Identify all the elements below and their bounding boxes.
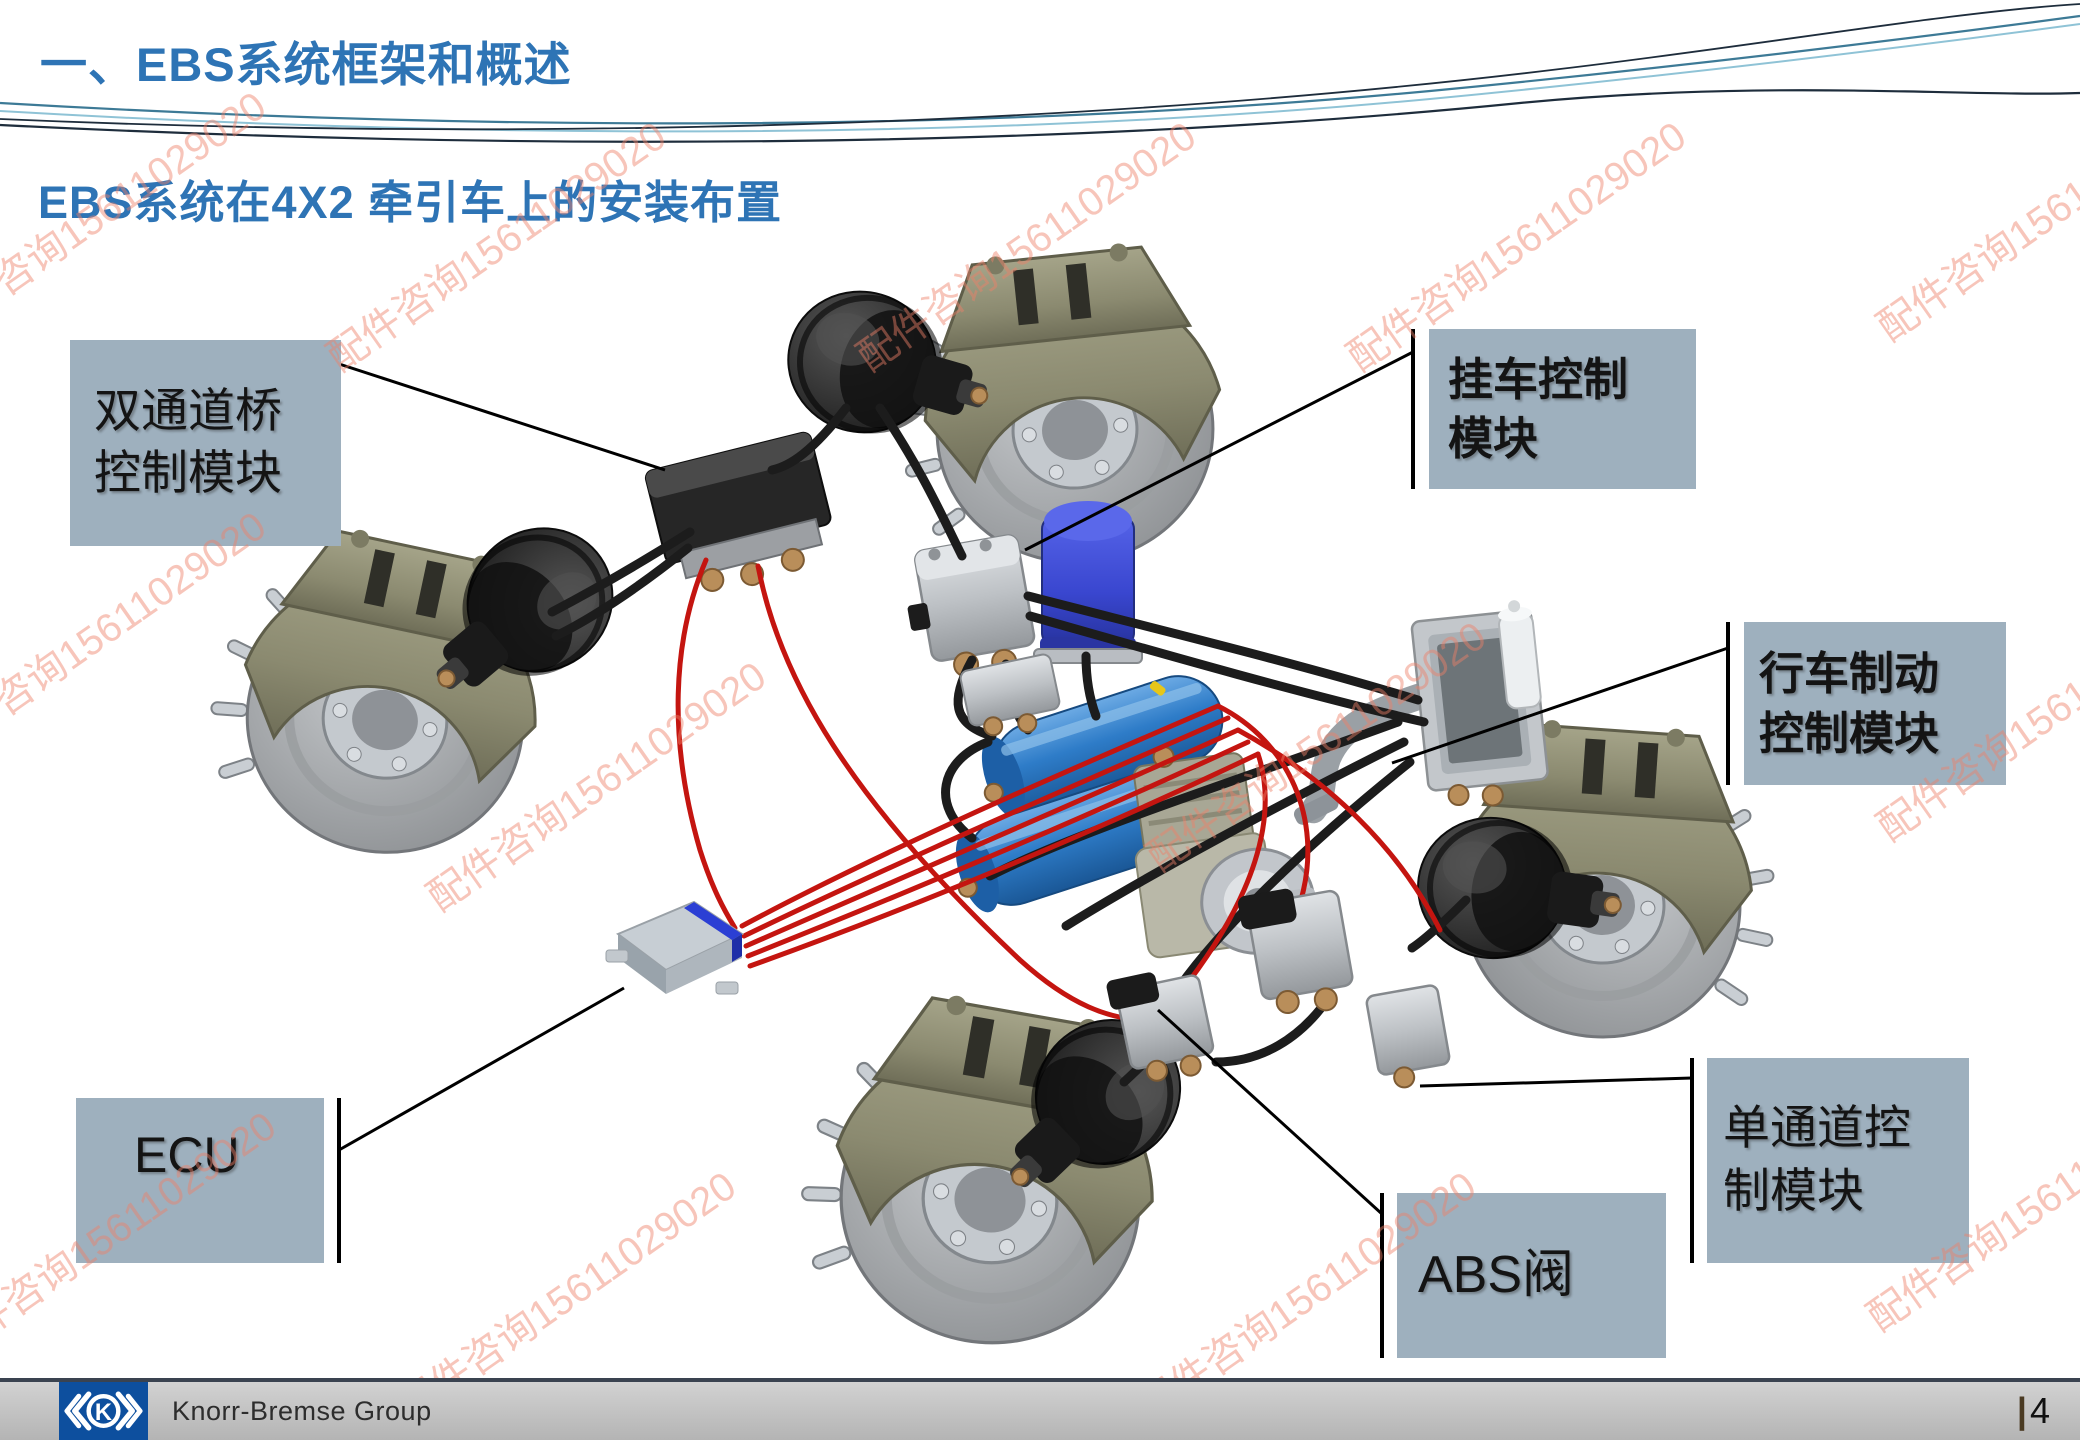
footer-bar: K Knorr-Bremse Group |4 bbox=[0, 1378, 2080, 1440]
knorr-bremse-logo: K bbox=[59, 1382, 148, 1440]
slide-subtitle: EBS系统在4X2 牵引车上的安装布置 bbox=[38, 177, 783, 228]
callout-pointer-lines bbox=[331, 329, 1730, 1358]
label-line: ABS阀 bbox=[1418, 1246, 1575, 1305]
label-line: 控制模块 bbox=[1759, 707, 1940, 759]
axle-modulator-part bbox=[644, 431, 832, 592]
trailer-control-valve-part bbox=[907, 534, 1036, 678]
label-abs-valve: ABS阀 bbox=[1397, 1193, 1666, 1358]
electrical-cables-red bbox=[675, 557, 1443, 1023]
label-single-channel-module: 单通道控 制模块 bbox=[1707, 1058, 1969, 1263]
slide-title: 一、EBS系统框架和概述 bbox=[40, 38, 572, 91]
ecu-part bbox=[605, 900, 745, 995]
label-trailer-control-module: 挂车控制 模块 bbox=[1429, 329, 1696, 489]
header-swoosh-lines bbox=[0, 3, 2080, 143]
single-channel-valve-b bbox=[1238, 888, 1354, 1014]
footer-company: Knorr-Bremse Group bbox=[172, 1396, 432, 1426]
cable-tie bbox=[1149, 681, 1166, 696]
label-line: 挂车控制 bbox=[1448, 353, 1629, 405]
page-number: |4 bbox=[2017, 1390, 2050, 1432]
logo-letter: K bbox=[95, 1400, 112, 1426]
label-line: 制模块 bbox=[1723, 1165, 1864, 1218]
abs-valve-part bbox=[1106, 972, 1215, 1082]
label-line: ECU bbox=[134, 1127, 240, 1183]
label-line: 行车制动 bbox=[1759, 648, 1940, 700]
label-line: 单通道控 bbox=[1723, 1103, 1911, 1156]
label-ecu: ECU bbox=[76, 1098, 324, 1263]
label-service-brake-module: 行车制动 控制模块 bbox=[1744, 622, 2006, 785]
label-line: 双通道桥 bbox=[94, 385, 282, 438]
label-line: 控制模块 bbox=[94, 448, 282, 500]
label-dual-channel-axle-module: 双通道桥 控制模块 bbox=[70, 340, 341, 546]
single-channel-valve-c bbox=[1365, 984, 1451, 1089]
page-separator: | bbox=[2016, 1390, 2027, 1431]
single-channel-valve-a bbox=[959, 653, 1061, 737]
knorr-bremse-logo-icon: K bbox=[64, 1391, 143, 1431]
page-number-value: 4 bbox=[2029, 1390, 2050, 1431]
label-line: 模块 bbox=[1448, 413, 1539, 464]
